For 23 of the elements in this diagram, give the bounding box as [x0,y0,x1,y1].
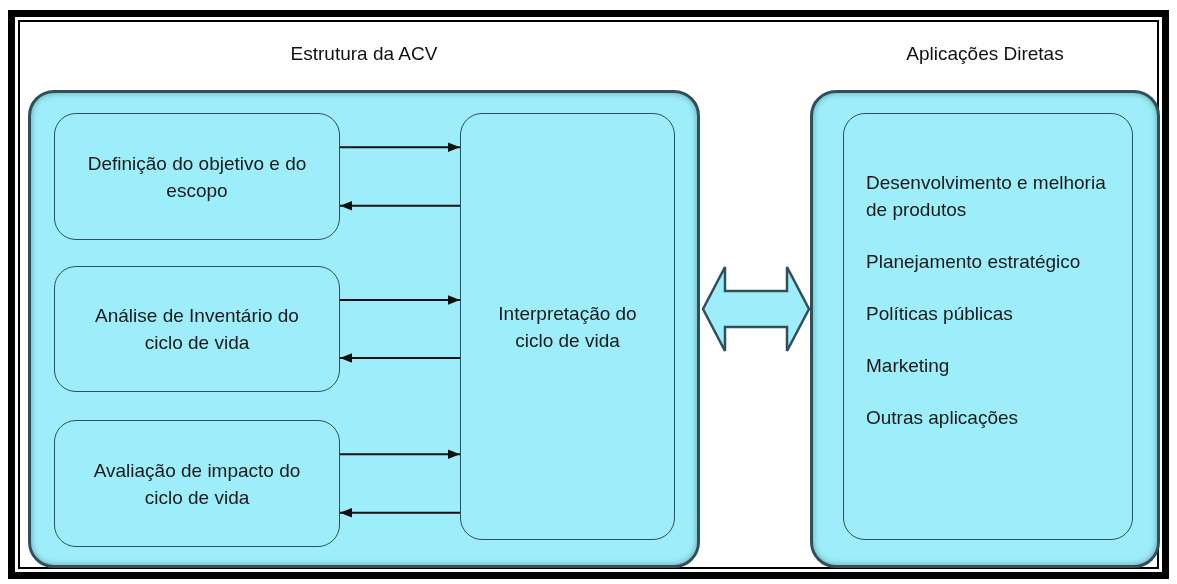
arrow [339,507,461,518]
panel-heading: Estrutura da ACV [289,42,439,66]
double-block-arrow [701,265,811,353]
arrow [339,295,461,305]
list-item: Desenvolvimento e melhoria de produtos [866,171,1107,222]
arrow [339,200,461,211]
box-label: Definição do objetivo e do escopo [86,151,308,203]
box-label: Interpretação do ciclo de vida [497,301,638,353]
box-label: Avaliação de impacto do ciclo de vida [92,458,302,510]
list-item: Outras aplicações [866,406,1020,430]
process-box [54,113,340,240]
panel-heading: Aplicações Diretas [905,42,1065,66]
list-item: Planejamento estratégico [866,250,1082,274]
process-box [54,266,340,392]
arrow [339,449,461,460]
list-item: Políticas públicas [866,302,1014,326]
box-label: Análise de Inventário do ciclo de vida [94,304,300,355]
list-box [843,113,1133,540]
list-item: Marketing [866,354,951,378]
process-box [460,113,675,540]
process-box [54,420,340,547]
arrow [339,353,461,363]
arrow [339,142,461,153]
